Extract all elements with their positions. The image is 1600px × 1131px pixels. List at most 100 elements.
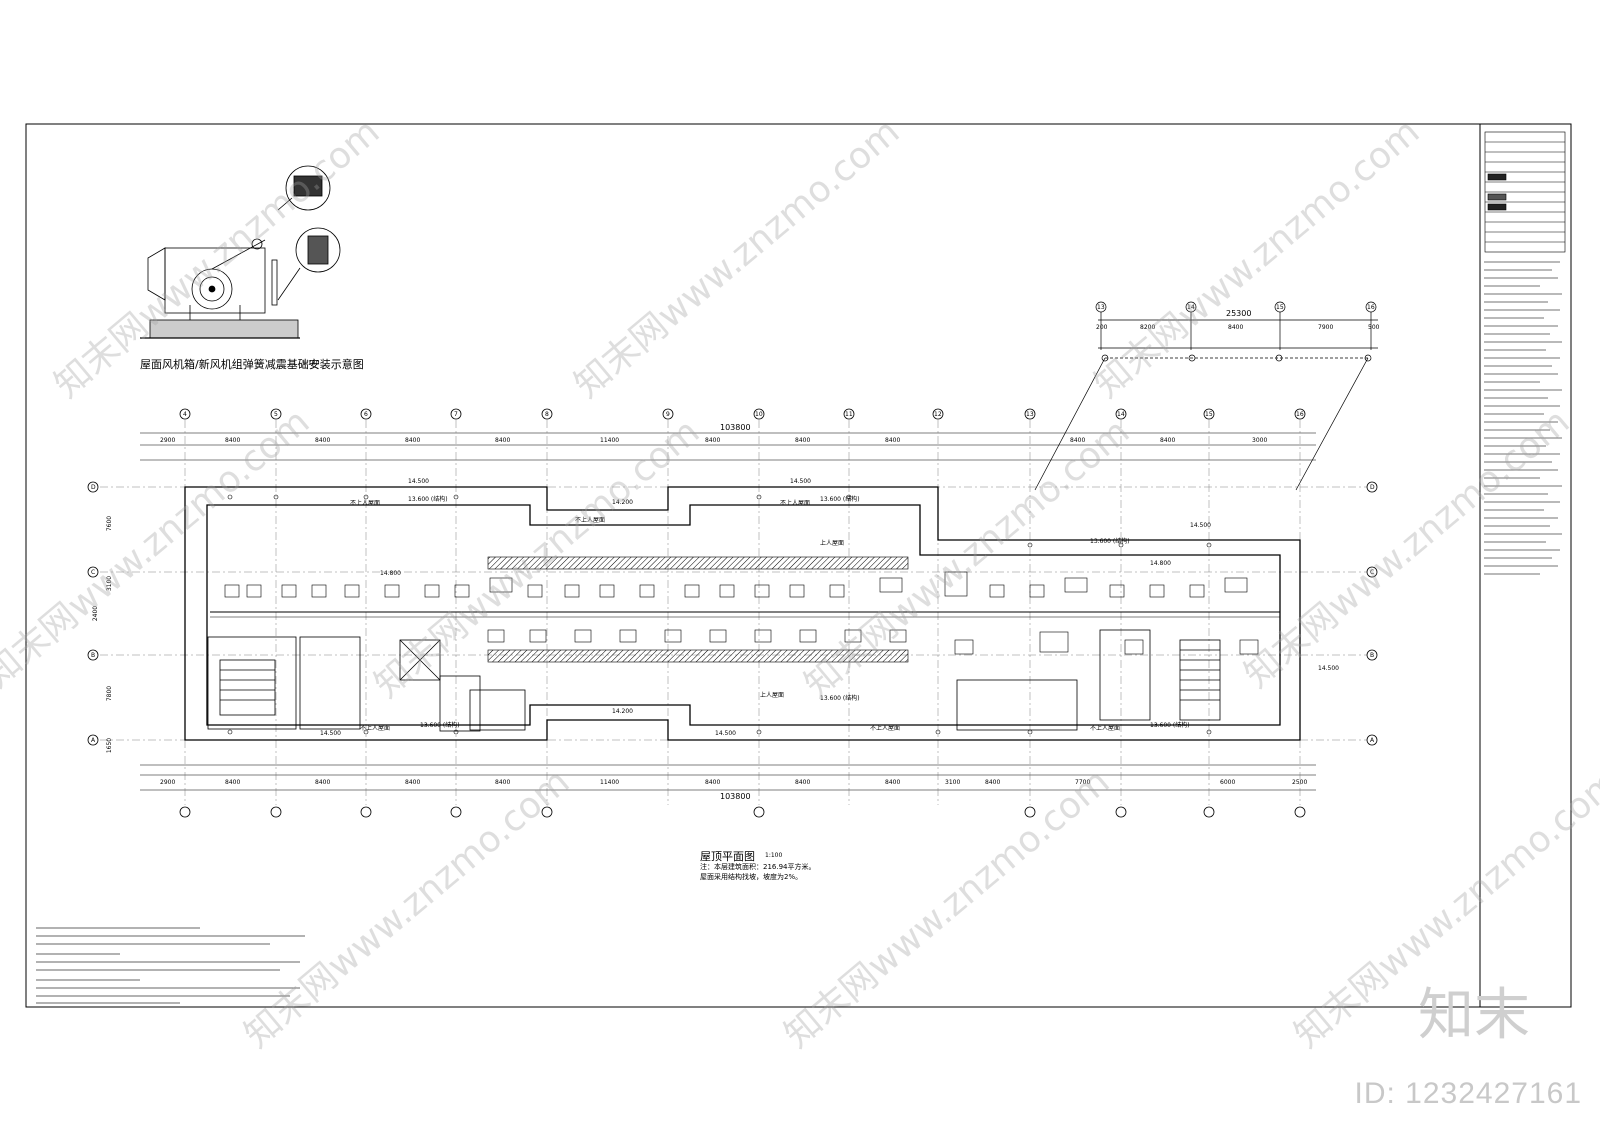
span-dimension: 11400 — [600, 779, 620, 786]
plan-dimensions-top — [140, 432, 1316, 461]
image-id-label: ID: 1232427161 — [1354, 1077, 1582, 1110]
roof-plan-scale: 1:100 — [765, 852, 783, 859]
elevation-label: 14.500 — [715, 730, 736, 737]
elevation-label: 14.500 — [790, 478, 811, 485]
fan-detail-drawing — [140, 165, 341, 339]
elevation-label: 13.600 (结构) — [408, 496, 448, 503]
axis-label: B — [1370, 652, 1375, 659]
axis-label: 14 — [1117, 411, 1125, 418]
total-dimension-top: 103800 — [720, 423, 751, 432]
elevation-label: 14.200 — [612, 708, 633, 715]
span-dimension: 11400 — [600, 437, 620, 444]
axis-label: 13 — [1026, 411, 1034, 418]
span-dimension: 8400 — [495, 779, 511, 786]
sheet-border — [25, 123, 1572, 1008]
span-dimension: 8400 — [225, 437, 241, 444]
span-dimension: 6000 — [1220, 779, 1236, 786]
span-dimension: 8400 — [315, 779, 331, 786]
axis-label: 9 — [666, 411, 670, 418]
equipment-units-south — [487, 629, 1259, 655]
span-dimension: 8400 — [1160, 437, 1176, 444]
detail-drawing-title: 屋面风机箱/新风机组弹簧减震基础安装示意图 — [140, 358, 364, 371]
axis-label: 8 — [545, 411, 549, 418]
axis-label: C — [91, 569, 96, 576]
bottom-notes-text — [36, 927, 305, 1004]
axis-label: 12 — [934, 411, 942, 418]
span-dimension: 3000 — [1252, 437, 1268, 444]
span-dimension: 2900 — [160, 779, 176, 786]
axis-label: D — [1370, 484, 1375, 491]
partial-span-dimension: 200 — [1096, 324, 1108, 331]
detail-drawing-scale: 1:100 — [302, 360, 320, 367]
axis-label: 10 — [755, 411, 763, 418]
elevation-label: 14.800 — [380, 570, 401, 577]
span-dimension: 8400 — [315, 437, 331, 444]
partial-axis-label: 15 — [1276, 304, 1284, 311]
axis-label: 15 — [1205, 411, 1213, 418]
elevation-label: 13.600 (结构) — [1090, 538, 1130, 545]
span-dimension: 2500 — [1292, 779, 1308, 786]
roof-plan-note-slope: 屋面采用结构找坡，坡度为2%。 — [700, 873, 803, 881]
elevation-label: 14.500 — [1318, 665, 1339, 672]
span-dimension: 8400 — [885, 779, 901, 786]
span-dimension: 8400 — [225, 779, 241, 786]
roof-access-label: 不上人屋面 — [1090, 725, 1121, 732]
span-dimension: 7700 — [1075, 779, 1091, 786]
span-dimension: 2900 — [160, 437, 176, 444]
axis-label: 16 — [1296, 411, 1304, 418]
partial-span-dimension: 500 — [1368, 324, 1380, 331]
brand-logo-text: 知末 — [1418, 983, 1530, 1048]
axis-label: 7 — [454, 411, 458, 418]
span-dimension: 8400 — [405, 437, 421, 444]
axis-label: C — [1370, 569, 1375, 576]
span-dimension: 8400 — [705, 779, 721, 786]
span-dimension: 8400 — [795, 779, 811, 786]
axis-label: 4 — [183, 411, 187, 418]
total-dimension-bottom: 103800 — [720, 792, 751, 801]
elevation-label: 14.200 — [612, 499, 633, 506]
axis-label: A — [91, 737, 96, 744]
stair-core-east — [956, 629, 1221, 731]
partial-span-dimension: 7900 — [1318, 324, 1334, 331]
general-notes-text — [1484, 261, 1562, 575]
axis-label: 11 — [845, 411, 853, 418]
partial-plan-total-dimension: 25300 — [1226, 309, 1252, 318]
roof-access-label: 上人屋面 — [820, 540, 845, 547]
roof-access-label: 不上人屋面 — [575, 517, 606, 524]
axis-label: B — [91, 652, 96, 659]
span-dimension: 8400 — [885, 437, 901, 444]
roof-parapet — [184, 486, 1301, 741]
span-dimension: 8400 — [1070, 437, 1086, 444]
roof-access-label: 上人屋面 — [760, 692, 785, 699]
elevation-label: 14.500 — [320, 730, 341, 737]
span-dimension: 8400 — [495, 437, 511, 444]
elevation-label: 13.600 (结构) — [820, 695, 860, 702]
axis-label: A — [1370, 737, 1375, 744]
partial-plan — [1034, 301, 1378, 491]
roof-access-label: 不上人屋面 — [780, 500, 811, 507]
row-dimension: 1650 — [106, 737, 114, 754]
roof-access-label: 不上人屋面 — [350, 500, 381, 507]
elevation-label: 14.800 — [1150, 560, 1171, 567]
elevation-label: 13.600 (结构) — [1150, 722, 1190, 729]
span-dimension: 8400 — [405, 779, 421, 786]
legend-block — [1484, 131, 1566, 253]
axis-label: 6 — [364, 411, 368, 418]
roof-access-label: 不上人屋面 — [870, 725, 901, 732]
span-dimension: 8400 — [985, 779, 1001, 786]
elevation-label: 13.600 (结构) — [820, 496, 860, 503]
axis-label: 5 — [274, 411, 278, 418]
row-dimension: 7600 — [106, 515, 114, 532]
roof-plan-title: 屋顶平面图 — [700, 850, 755, 863]
span-dimension: 3100 — [945, 779, 961, 786]
partial-axis-label: 13 — [1097, 304, 1105, 311]
span-dimension: 8400 — [705, 437, 721, 444]
equipment-platform-south — [487, 649, 909, 663]
plan-dimensions-bottom — [140, 764, 1316, 791]
span-dimension: 8400 — [795, 437, 811, 444]
row-dimension: 7800 — [106, 685, 114, 702]
partial-axis-label: 14 — [1187, 304, 1195, 311]
roof-access-label: 不上人屋面 — [360, 725, 391, 732]
roof-drains — [227, 494, 1212, 735]
